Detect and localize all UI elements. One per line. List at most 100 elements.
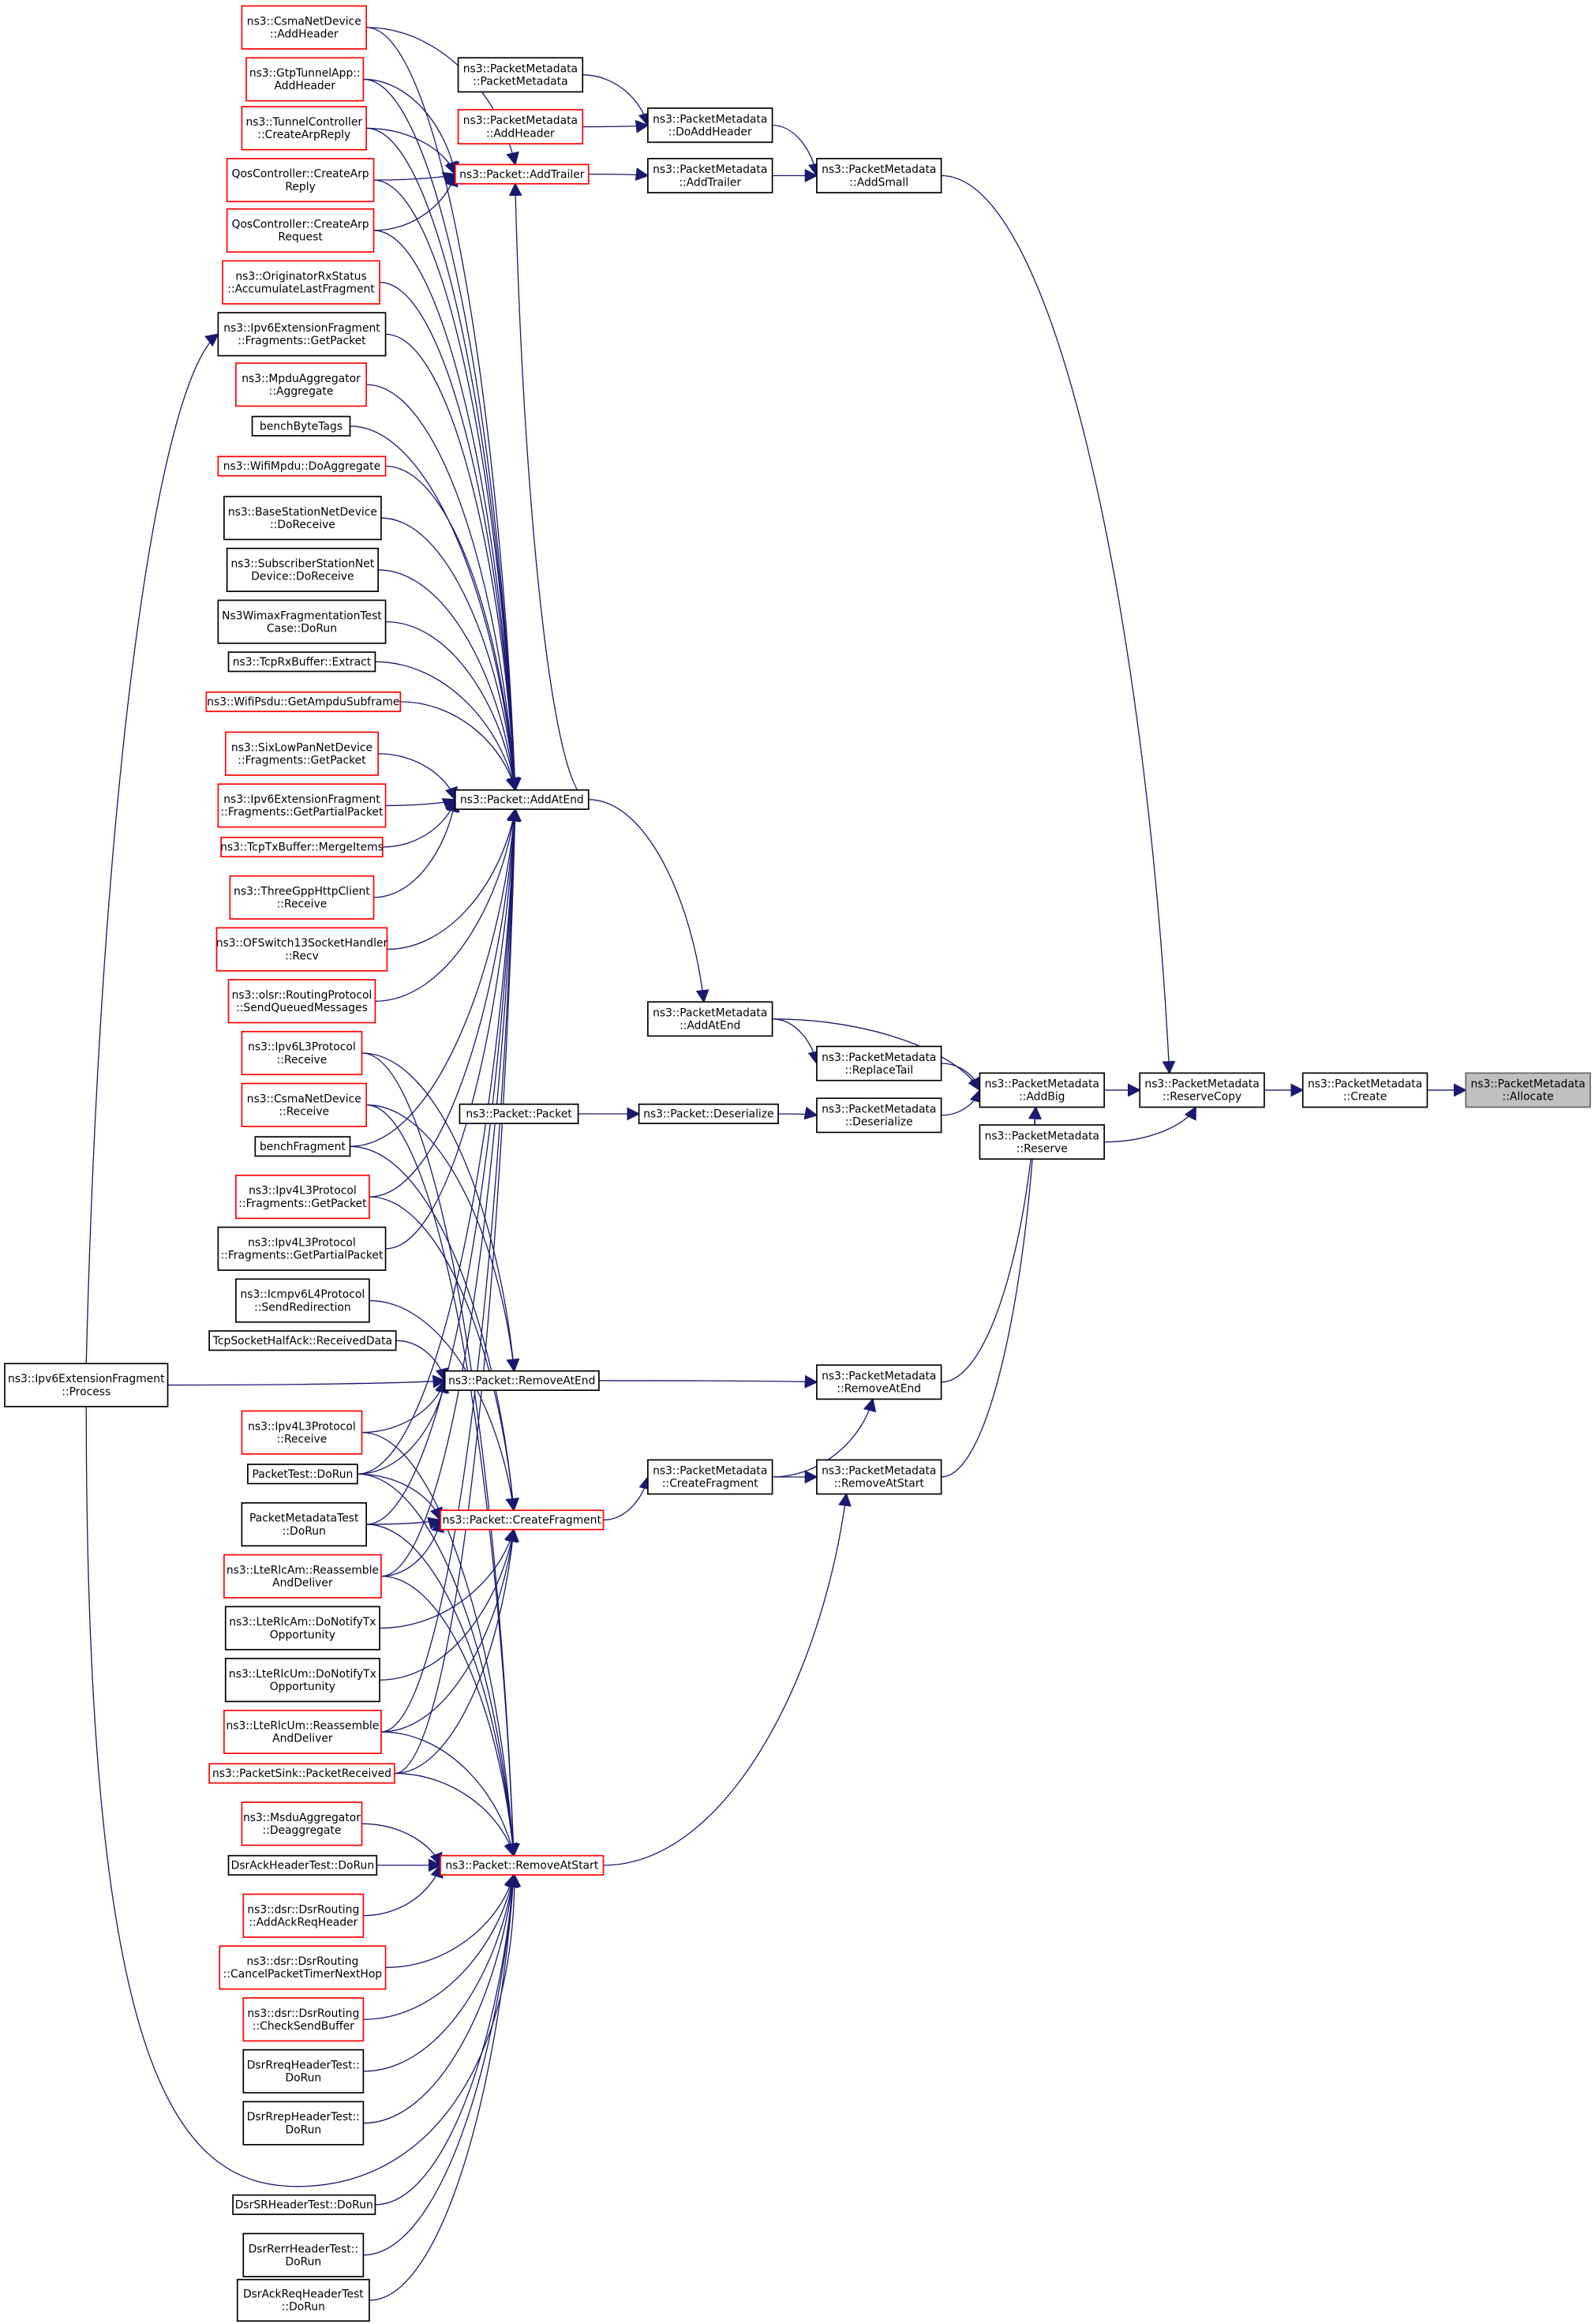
graph-node-pm-addtrailer[interactable]: ns3::PacketMetadata::AddTrailer xyxy=(647,158,773,193)
node-box xyxy=(227,1854,378,1876)
graph-node-pm-removeatend[interactable]: ns3::PacketMetadata::RemoveAtEnd xyxy=(816,1364,942,1400)
call-edge xyxy=(380,1527,519,1681)
graph-node-dsr-addackreq[interactable]: ns3::dsr::DsrRouting::AddAckReqHeader xyxy=(242,1893,365,1938)
node-label: ns3::Packet::RemoveAtEnd xyxy=(448,1375,595,1388)
graph-node-ipv6frag-getpacket[interactable]: ns3::Ipv6ExtensionFragment::Fragments::G… xyxy=(217,312,387,357)
graph-node-tcprx-extract[interactable]: ns3::TcpRxBuffer::Extract xyxy=(227,651,376,673)
graph-node-p-addatend[interactable]: ns3::Packet::AddAtEnd xyxy=(454,789,590,810)
graph-node-p-removeatend[interactable]: ns3::Packet::RemoveAtEnd xyxy=(444,1370,600,1391)
graph-node-ipv6l3-receive[interactable]: ns3::Ipv6L3Protocol::Receive xyxy=(241,1030,363,1076)
call-edge xyxy=(375,1873,520,2206)
graph-node-pm-addheader[interactable]: ns3::PacketMetadata::AddHeader xyxy=(457,109,584,144)
graph-node-packettest[interactable]: PacketTest::DoRun xyxy=(247,1464,358,1485)
node-box xyxy=(242,2048,365,2093)
graph-node-p-deserialize[interactable]: ns3::Packet::Deserialize xyxy=(638,1103,779,1125)
graph-node-pm-doaddheader[interactable]: ns3::PacketMetadata::DoAddHeader xyxy=(647,107,773,144)
graph-node-benchfragment[interactable]: benchFragment xyxy=(254,1136,351,1157)
node-label: Opportunity xyxy=(270,1681,335,1693)
graph-node-threegpp-receive[interactable]: ns3::ThreeGppHttpClient::Receive xyxy=(229,875,375,920)
graph-node-pm-removeatstart[interactable]: ns3::PacketMetadata::RemoveAtStart xyxy=(816,1459,942,1495)
call-edge xyxy=(373,798,460,898)
node-box xyxy=(208,1763,395,1784)
node-box xyxy=(440,1509,605,1531)
node-label: ns3::PacketMetadata xyxy=(822,1051,936,1064)
graph-node-ipv4frag-get[interactable]: ns3::Ipv4L3Protocol::Fragments::GetPacke… xyxy=(235,1175,370,1220)
graph-node-wifipsdu-get[interactable]: ns3::WifiPsdu::GetAmpduSubframe xyxy=(205,691,402,713)
graph-node-csma-receive[interactable]: ns3::CsmaNetDevice::Receive xyxy=(241,1082,367,1127)
graph-node-p-packet[interactable]: ns3::Packet::Packet xyxy=(459,1103,579,1125)
graph-node-bs-doreceive[interactable]: ns3::BaseStationNetDevice::DoReceive xyxy=(223,496,382,541)
node-box xyxy=(217,1226,387,1271)
graph-node-dsrrerr-test[interactable]: DsrRerrHeaderTest::DoRun xyxy=(242,2232,365,2277)
graph-node-pm-packetmetadata[interactable]: ns3::PacketMetadata::PacketMetadata xyxy=(457,57,584,93)
graph-node-pm-addbig[interactable]: ns3::PacketMetadata::AddBig xyxy=(979,1072,1105,1108)
graph-node-tcptx-merge[interactable]: ns3::TcpTxBuffer::MergeItems xyxy=(220,836,384,858)
graph-node-pm-addatend[interactable]: ns3::PacketMetadata::AddAtEnd xyxy=(647,1001,773,1037)
graph-node-ss-doreceive[interactable]: ns3::SubscriberStationNetDevice::DoRecei… xyxy=(226,547,379,592)
graph-node-tcphalfack[interactable]: TcpSocketHalfAck::ReceivedData xyxy=(208,1330,397,1351)
graph-node-pm-createfragment[interactable]: ns3::PacketMetadata::CreateFragment xyxy=(647,1459,773,1495)
graph-node-sixlowpan-get[interactable]: ns3::SixLowPanNetDevice::Fragments::GetP… xyxy=(224,731,379,776)
graph-node-mpdu-aggregate[interactable]: ns3::MpduAggregator::Aggregate xyxy=(235,362,367,407)
graph-node-dsrrrep-test[interactable]: DsrRrepHeaderTest::DoRun xyxy=(242,2101,365,2146)
graph-node-pmtest[interactable]: PacketMetadataTest::DoRun xyxy=(241,1501,367,1547)
node-label: ::Fragments::GetPacket xyxy=(238,335,366,347)
graph-node-dsrrreq-test[interactable]: DsrRreqHeaderTest::DoRun xyxy=(242,2048,365,2093)
call-edge xyxy=(941,174,1176,1075)
graph-node-p-addtrailer[interactable]: ns3::Packet::AddTrailer xyxy=(454,163,590,185)
node-label: ::Recv xyxy=(285,950,319,962)
node-box xyxy=(222,260,380,305)
node-box xyxy=(241,5,367,50)
graph-node-dsrsr-test[interactable]: DsrSRHeaderTest::DoRun xyxy=(232,2194,376,2215)
graph-node-olsr-send[interactable]: ns3::olsr::RoutingProtocol::SendQueuedMe… xyxy=(227,979,376,1024)
graph-node-csma-addheader[interactable]: ns3::CsmaNetDevice::AddHeader xyxy=(241,5,367,50)
graph-node-ipv6frag-partial[interactable]: ns3::Ipv6ExtensionFragment::Fragments::G… xyxy=(217,783,387,828)
graph-node-p-createfragment[interactable]: ns3::Packet::CreateFragment xyxy=(440,1509,605,1531)
graph-node-wifimpdu-doagg[interactable]: ns3::WifiMpdu::DoAggregate xyxy=(217,455,387,477)
node-box xyxy=(816,1459,942,1495)
call-edge xyxy=(380,808,522,1577)
graph-node-ofswitch-recv[interactable]: ns3::OFSwitch13SocketHandler::Recv xyxy=(215,927,388,972)
graph-node-qos-arpreply[interactable]: QosController::CreateArpReply xyxy=(226,158,375,203)
graph-node-ipv4l3-receive[interactable]: ns3::Ipv4L3Protocol::Receive xyxy=(241,1410,363,1455)
call-edge xyxy=(378,753,458,801)
graph-node-packetsink[interactable]: ns3::PacketSink::PacketReceived xyxy=(208,1763,395,1784)
graph-node-dsr-cancel[interactable]: ns3::dsr::DsrRouting::CancelPacketTimerN… xyxy=(219,1945,387,1990)
call-edge xyxy=(350,425,521,792)
graph-node-dsrackreq-test[interactable]: DsrAckReqHeaderTest::DoRun xyxy=(236,2278,370,2322)
graph-node-pm-reserve[interactable]: ns3::PacketMetadata::Reserve xyxy=(979,1124,1105,1160)
node-label: ::AddAckReqHeader xyxy=(249,1917,358,1929)
graph-node-ipv6frag-process[interactable]: ns3::Ipv6ExtensionFragment::Process xyxy=(4,1363,169,1408)
node-label: ns3::Ipv4L3Protocol xyxy=(248,1420,356,1433)
graph-node-pm-create[interactable]: ns3::PacketMetadata::Create xyxy=(1301,1072,1428,1108)
graph-node-pm-reservecopy[interactable]: ns3::PacketMetadata::ReserveCopy xyxy=(1139,1072,1265,1108)
call-edge xyxy=(363,1873,519,2124)
graph-node-pm-replacetail[interactable]: ns3::PacketMetadata::ReplaceTail xyxy=(816,1045,942,1081)
graph-node-benchbytetags[interactable]: benchByteTags xyxy=(251,415,351,437)
call-edge xyxy=(357,808,522,1475)
graph-node-msdu-deagg[interactable]: ns3::MsduAggregator::Deaggregate xyxy=(241,1801,363,1846)
node-label: ns3::LteRlcAm::DoNotifyTx xyxy=(229,1616,376,1629)
node-box xyxy=(208,1330,397,1351)
graph-node-orig-accum[interactable]: ns3::OriginatorRxStatus::AccumulateLastF… xyxy=(222,260,380,305)
graph-node-pm-allocate[interactable]: ns3::PacketMetadata::Allocate xyxy=(1465,1072,1591,1108)
graph-node-tunnel-arp[interactable]: ns3::TunnelController::CreateArpReply xyxy=(241,106,367,151)
graph-node-dsrack-test[interactable]: DsrAckHeaderTest::DoRun xyxy=(227,1854,378,1876)
call-edge xyxy=(588,167,650,181)
graph-node-pm-deserialize[interactable]: ns3::PacketMetadata::Deserialize xyxy=(816,1097,942,1134)
graph-node-icmpv6-redirect[interactable]: ns3::Icmpv6L4Protocol::SendRedirection xyxy=(235,1278,370,1323)
graph-node-gtp-addheader[interactable]: ns3::GtpTunnelApp::AddHeader xyxy=(245,57,365,102)
node-label: ns3::PacketMetadata xyxy=(1144,1078,1259,1091)
graph-node-ipv4frag-partial[interactable]: ns3::Ipv4L3Protocol::Fragments::GetParti… xyxy=(217,1226,387,1271)
node-box xyxy=(241,106,367,151)
node-label: ns3::Packet::AddAtEnd xyxy=(460,794,584,807)
graph-node-pm-addsmall[interactable]: ns3::PacketMetadata::AddSmall xyxy=(816,158,942,193)
graph-node-dsr-checksend[interactable]: ns3::dsr::DsrRouting::CheckSendBuffer xyxy=(242,1997,365,2042)
graph-node-p-removeatstart[interactable]: ns3::Packet::RemoveAtStart xyxy=(440,1854,605,1876)
